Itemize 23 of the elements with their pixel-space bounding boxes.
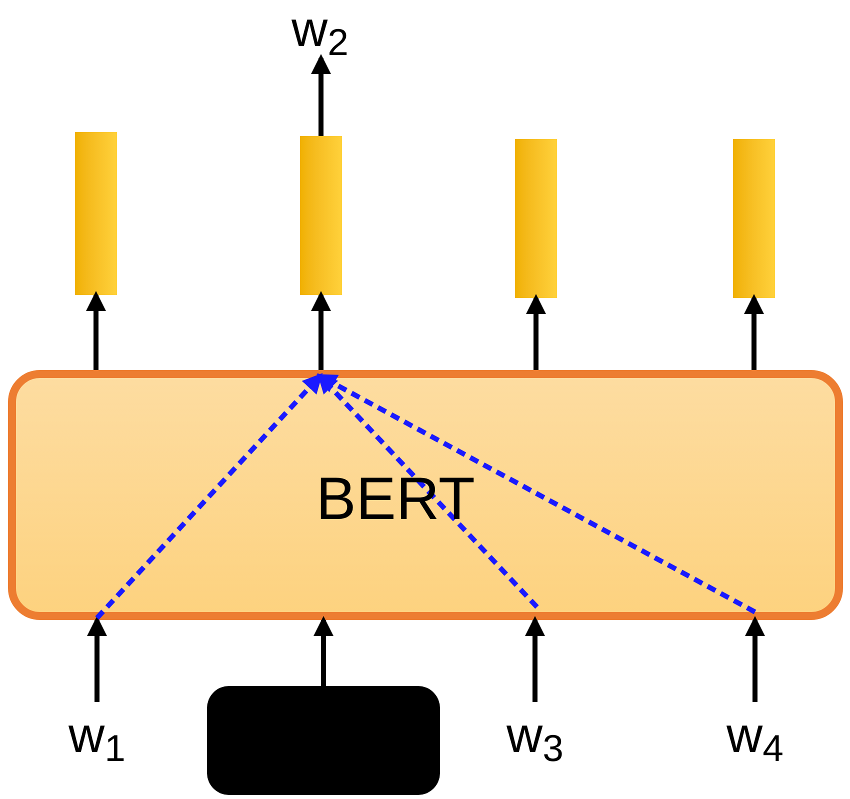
- token-label: w$_{3}$: [506, 710, 564, 760]
- arrow: [526, 294, 546, 370]
- arrow: [86, 291, 106, 370]
- output-vector-bar: [515, 139, 557, 298]
- arrow: [317, 373, 539, 609]
- arrow: [744, 294, 764, 370]
- arrow: [525, 616, 545, 702]
- arrow: [87, 616, 107, 702]
- token-label: w$_{4}$: [726, 710, 784, 760]
- model-label: BERT: [316, 469, 475, 529]
- arrow: [745, 616, 765, 702]
- token-label: w$_{1}$: [68, 710, 126, 760]
- arrow: [95, 373, 323, 620]
- model-box: [8, 370, 843, 620]
- output-vector-bar: [733, 139, 775, 298]
- output-vector-bar: [75, 132, 117, 295]
- arrow: [311, 54, 331, 136]
- arrow: [314, 616, 334, 686]
- arrow: [316, 374, 756, 614]
- token-label: w$_{2}$: [292, 4, 348, 54]
- arrow: [311, 291, 331, 370]
- masked-token-box: [207, 686, 440, 795]
- output-vector-bar: [300, 136, 342, 295]
